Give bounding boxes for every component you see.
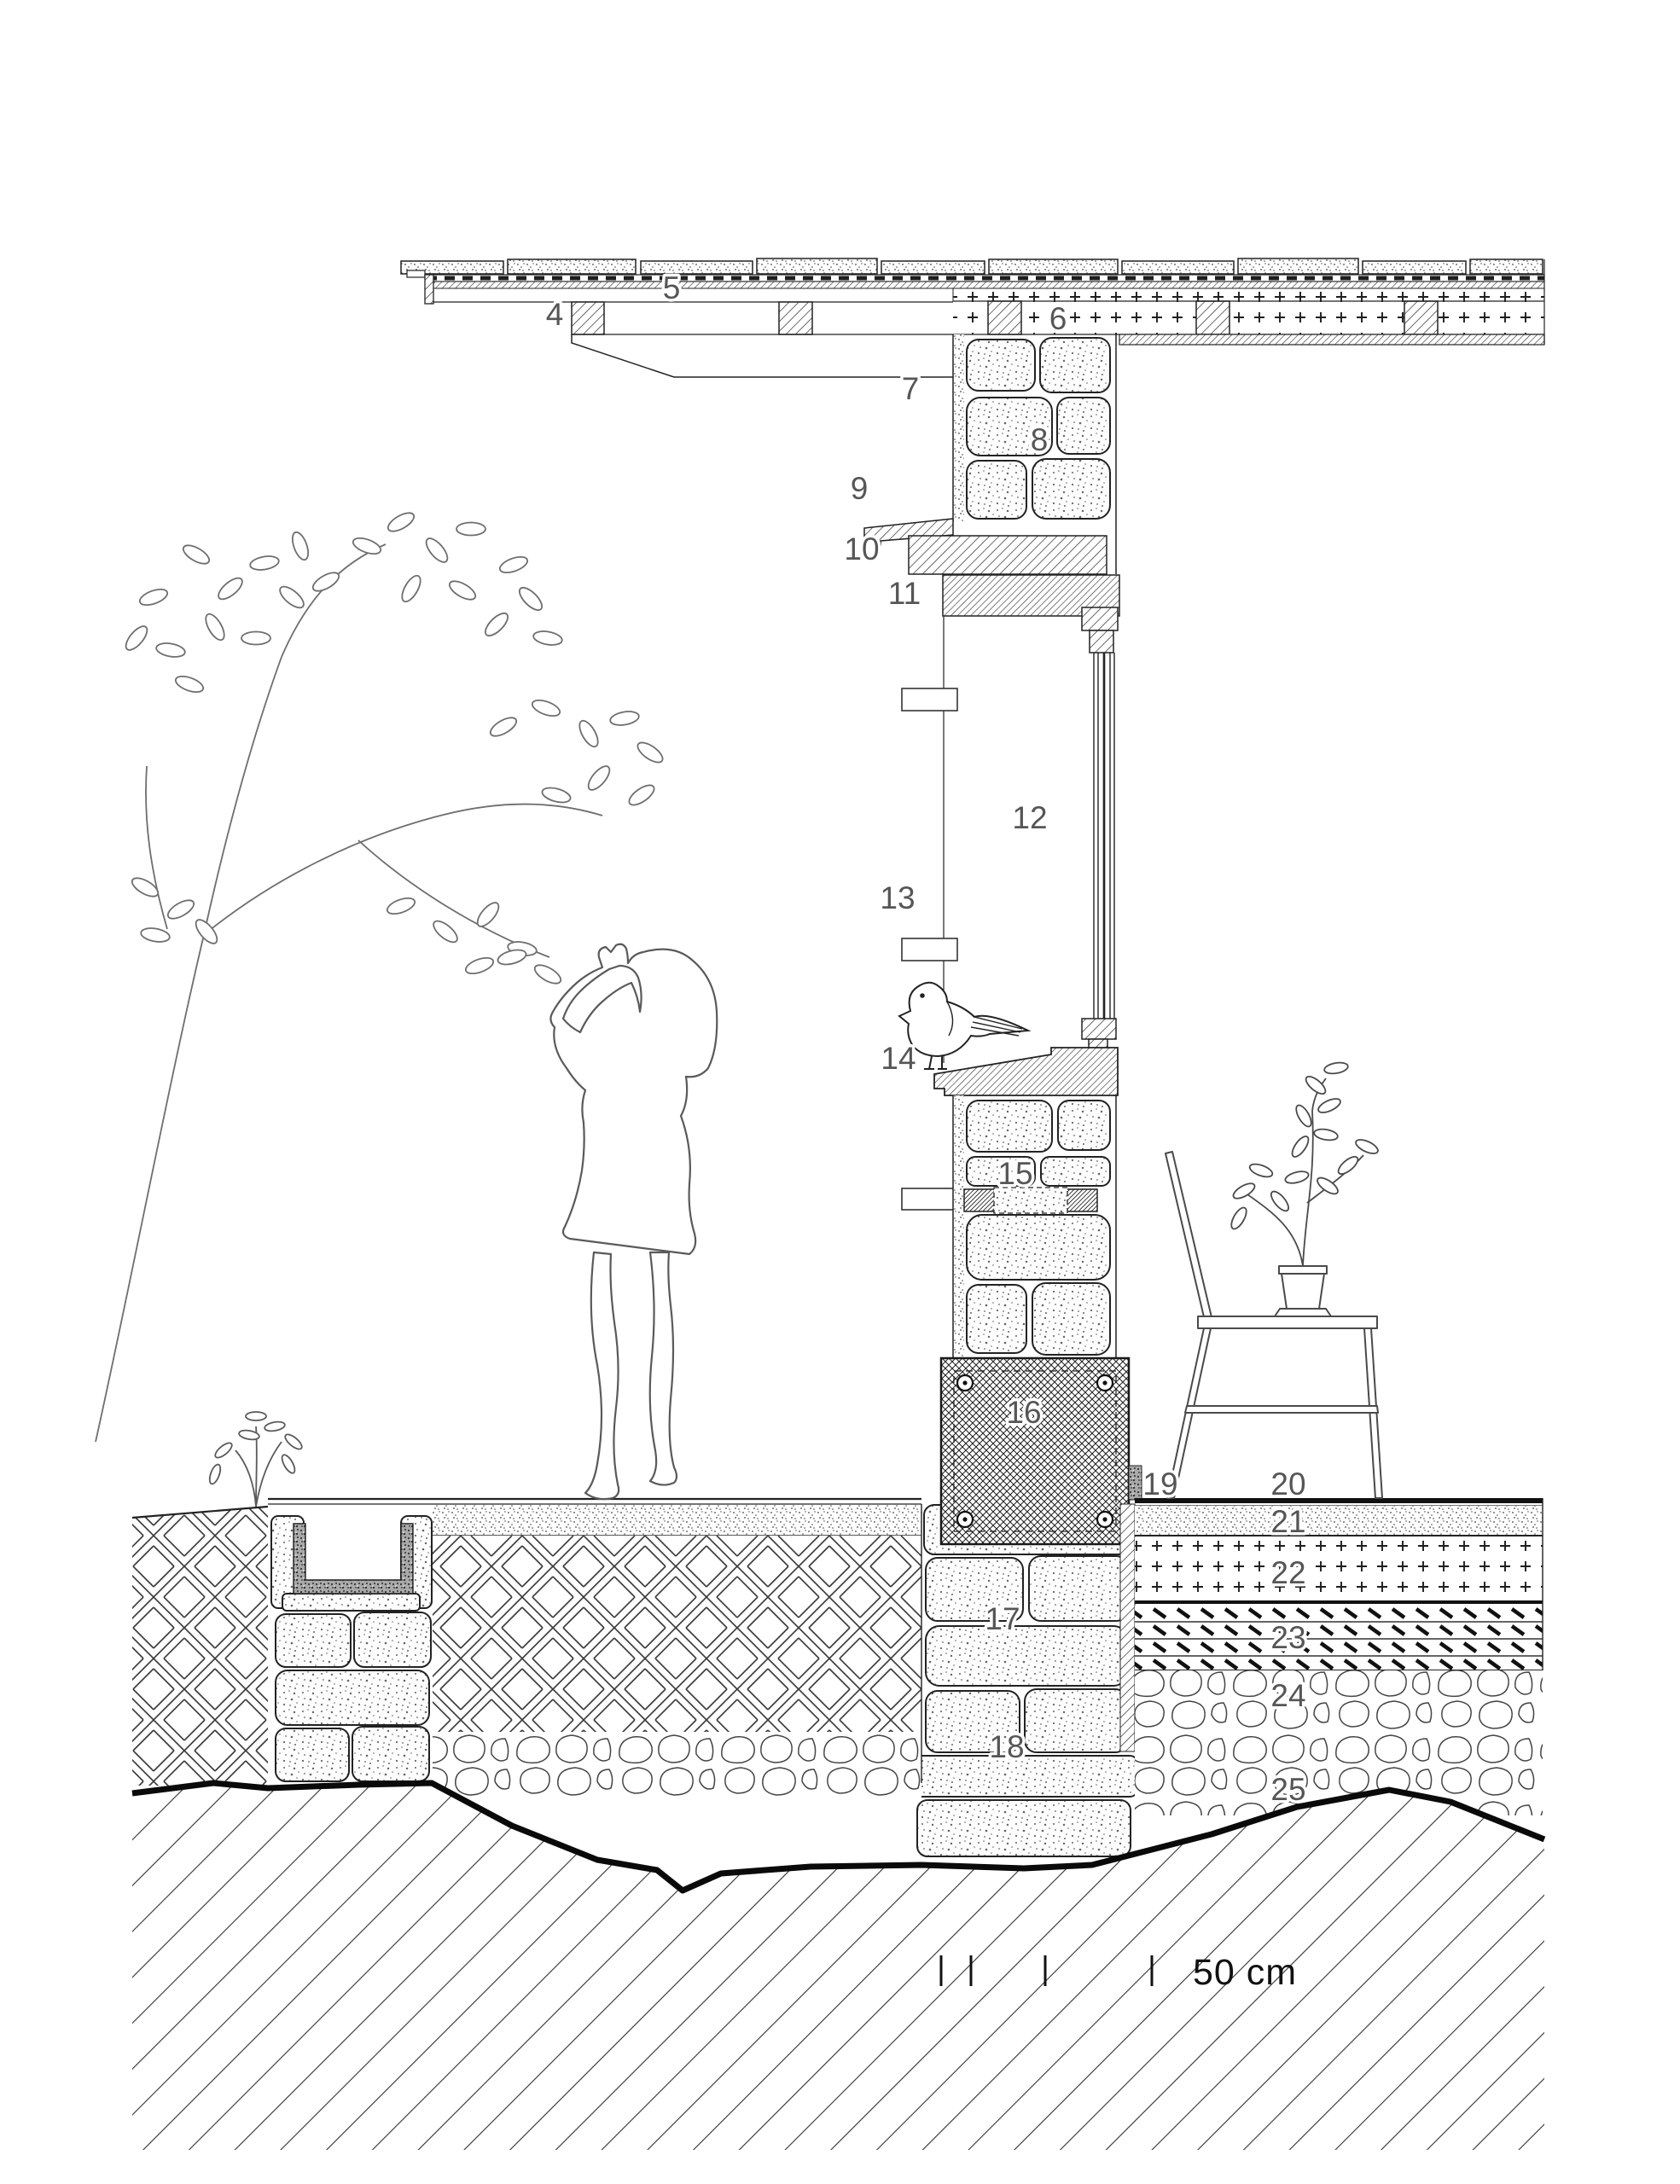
floor-finish-line [1135, 1498, 1543, 1503]
callout-24: 24 [1270, 1678, 1305, 1713]
chair-backrest [1165, 1151, 1212, 1321]
callout-9: 9 [851, 471, 869, 506]
compacted-fill [433, 1536, 921, 1732]
masonry-wall-upper [952, 334, 1117, 574]
plant-pot-rim [1278, 1265, 1328, 1275]
callout-21: 21 [1270, 1504, 1305, 1539]
bedding-layer [433, 1504, 921, 1536]
callout-10: 10 [844, 531, 879, 566]
callout-16: 16 [1006, 1395, 1041, 1430]
callout-4: 4 [546, 297, 564, 332]
roof-sheathing-layer [424, 281, 1545, 289]
backfill-left-of-trench [132, 1507, 268, 1786]
drip-ledge [863, 518, 954, 547]
window-head [863, 518, 1120, 653]
window-glazing [1093, 653, 1115, 1030]
plant-saucer [1274, 1308, 1332, 1317]
chair [1165, 1151, 1383, 1499]
blind-box [908, 535, 1107, 575]
callout-25: 25 [1270, 1772, 1305, 1807]
callout-22: 22 [1270, 1555, 1305, 1590]
eave-end-board [424, 274, 434, 305]
potted-plant [1230, 1061, 1379, 1317]
slab-layer [1135, 1606, 1543, 1670]
tree [95, 512, 664, 1443]
callout-5: 5 [663, 270, 681, 305]
skirting-strip [1128, 1465, 1142, 1501]
roof-assembly [400, 258, 1545, 378]
exterior-render-strip-lower [953, 1095, 964, 1358]
anchor-bolt-centers [962, 1380, 1107, 1522]
callout-8: 8 [1031, 422, 1049, 457]
wall-stones-upper [966, 337, 1111, 520]
scale-bar: 50 cm [939, 1952, 1297, 1993]
undisturbed-soil [131, 1780, 1546, 2150]
callout-20: 20 [1270, 1467, 1305, 1502]
blind-guide-rails [901, 688, 958, 1211]
foundation [909, 1504, 1139, 1857]
callout-19: 19 [1142, 1467, 1177, 1502]
callout-13: 13 [880, 880, 915, 915]
exterior-rubble [433, 1732, 921, 1800]
callout-12: 12 [1012, 800, 1047, 835]
callout-18: 18 [989, 1729, 1024, 1764]
chair-seat [1197, 1316, 1378, 1329]
insulated-joist-zone [952, 288, 1545, 335]
sill-board [933, 1047, 1119, 1096]
callout-7: 7 [902, 371, 920, 406]
exterior-ground [131, 1497, 922, 1800]
floor-insulation-upstand [1119, 1503, 1136, 1752]
channel-lining [293, 1523, 414, 1594]
ceiling-finish-band [1119, 334, 1545, 346]
tree-leaves [125, 512, 664, 985]
callout-11: 11 [888, 576, 921, 611]
screed-layer [1135, 1506, 1543, 1536]
drainage-trench [270, 1515, 433, 1782]
eave-soffit [571, 334, 953, 378]
anchor-bolts [956, 1374, 1114, 1529]
callout-15: 15 [997, 1156, 1032, 1191]
chair-cross-rail [1184, 1405, 1379, 1414]
window-sill [933, 1018, 1119, 1096]
exterior-render-strip [953, 334, 964, 522]
bird-eye [920, 993, 925, 998]
roof-tile-layer [400, 258, 1543, 278]
soil-boundary-line [131, 1780, 1546, 1894]
bird [898, 981, 1032, 1070]
trench-base-slab [282, 1593, 421, 1612]
floor-insulation-layer [1135, 1537, 1543, 1600]
roof-batten-layer [425, 274, 1544, 282]
anchor-band-stone [993, 1187, 1068, 1214]
eave-joist-zone [433, 301, 953, 378]
callout-14: 14 [881, 1041, 916, 1076]
window-head-frame [1081, 607, 1119, 653]
wall-stones-lower [966, 1100, 1111, 1356]
callout-6: 6 [1049, 301, 1067, 336]
trench-plant [208, 1411, 303, 1507]
plant-pot [1281, 1273, 1325, 1310]
callout-17: 17 [985, 1601, 1020, 1636]
plant-leaves [1230, 1061, 1379, 1230]
woman-figure [549, 943, 718, 1501]
callout-labels: 4 5 6 7 8 9 10 11 12 13 14 15 16 17 18 1… [543, 268, 1309, 1810]
callout-23: 23 [1270, 1620, 1305, 1655]
rubble-layer [1135, 1670, 1543, 1815]
scale-bar-label: 50 cm [1193, 1952, 1297, 1993]
interior-floor-layers [1119, 1498, 1543, 1815]
masonry-wall-lower [952, 1095, 1117, 1358]
base-plate [939, 1356, 1142, 1546]
